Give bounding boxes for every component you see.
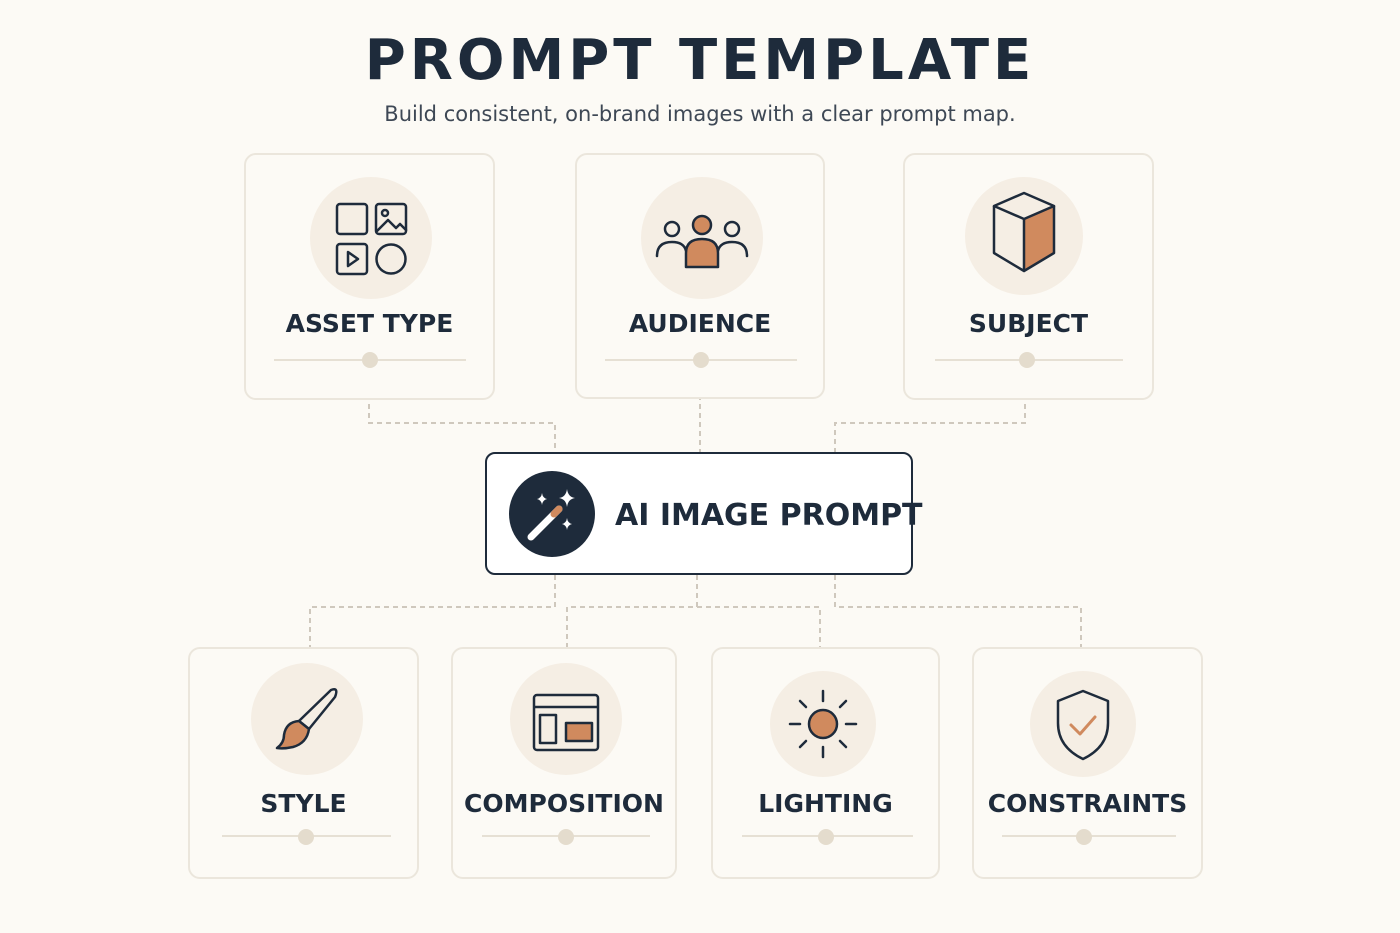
card-label: STYLE (260, 789, 347, 818)
magic-wand-icon (509, 471, 595, 557)
connector-lighting (697, 606, 821, 647)
connector-dot (693, 352, 709, 368)
connector-composition (566, 575, 698, 647)
card-composition[interactable]: COMPOSITION (451, 647, 677, 879)
card-lighting[interactable]: LIGHTING (711, 647, 940, 879)
card-audience[interactable]: AUDIENCE (575, 153, 825, 399)
card-constraints[interactable]: CONSTRAINTS (972, 647, 1203, 879)
card-style[interactable]: STYLE (188, 647, 419, 879)
connector-dot (1076, 829, 1092, 845)
card-asset-type[interactable]: ASSET TYPE (244, 153, 495, 400)
layout-icon (510, 663, 622, 775)
page-subtitle: Build consistent, on-brand images with a… (384, 102, 1016, 126)
page-title: PROMPT TEMPLATE (364, 28, 1036, 93)
people-icon (641, 177, 763, 299)
connector-dot (818, 829, 834, 845)
card-subject[interactable]: SUBJECT (903, 153, 1154, 400)
connector-dot (362, 352, 378, 368)
connector-dot (558, 829, 574, 845)
connector-dot (1019, 352, 1035, 368)
asset-types-icon (310, 177, 432, 299)
center-label: AI IMAGE PROMPT (615, 498, 923, 533)
card-label: CONSTRAINTS (987, 789, 1188, 818)
cube-icon (965, 177, 1083, 295)
card-label: LIGHTING (758, 789, 893, 818)
card-label: SUBJECT (968, 309, 1089, 338)
connector-dot (298, 829, 314, 845)
connector-style (309, 575, 556, 647)
shield-check-icon (1030, 671, 1136, 777)
paintbrush-icon (251, 663, 363, 775)
ai-image-prompt-node[interactable]: AI IMAGE PROMPT (485, 452, 923, 575)
card-label: COMPOSITION (464, 789, 664, 818)
sun-icon (770, 671, 876, 777)
connector-constraints (834, 575, 1082, 647)
card-label: ASSET TYPE (285, 309, 454, 338)
card-label: AUDIENCE (628, 309, 772, 338)
